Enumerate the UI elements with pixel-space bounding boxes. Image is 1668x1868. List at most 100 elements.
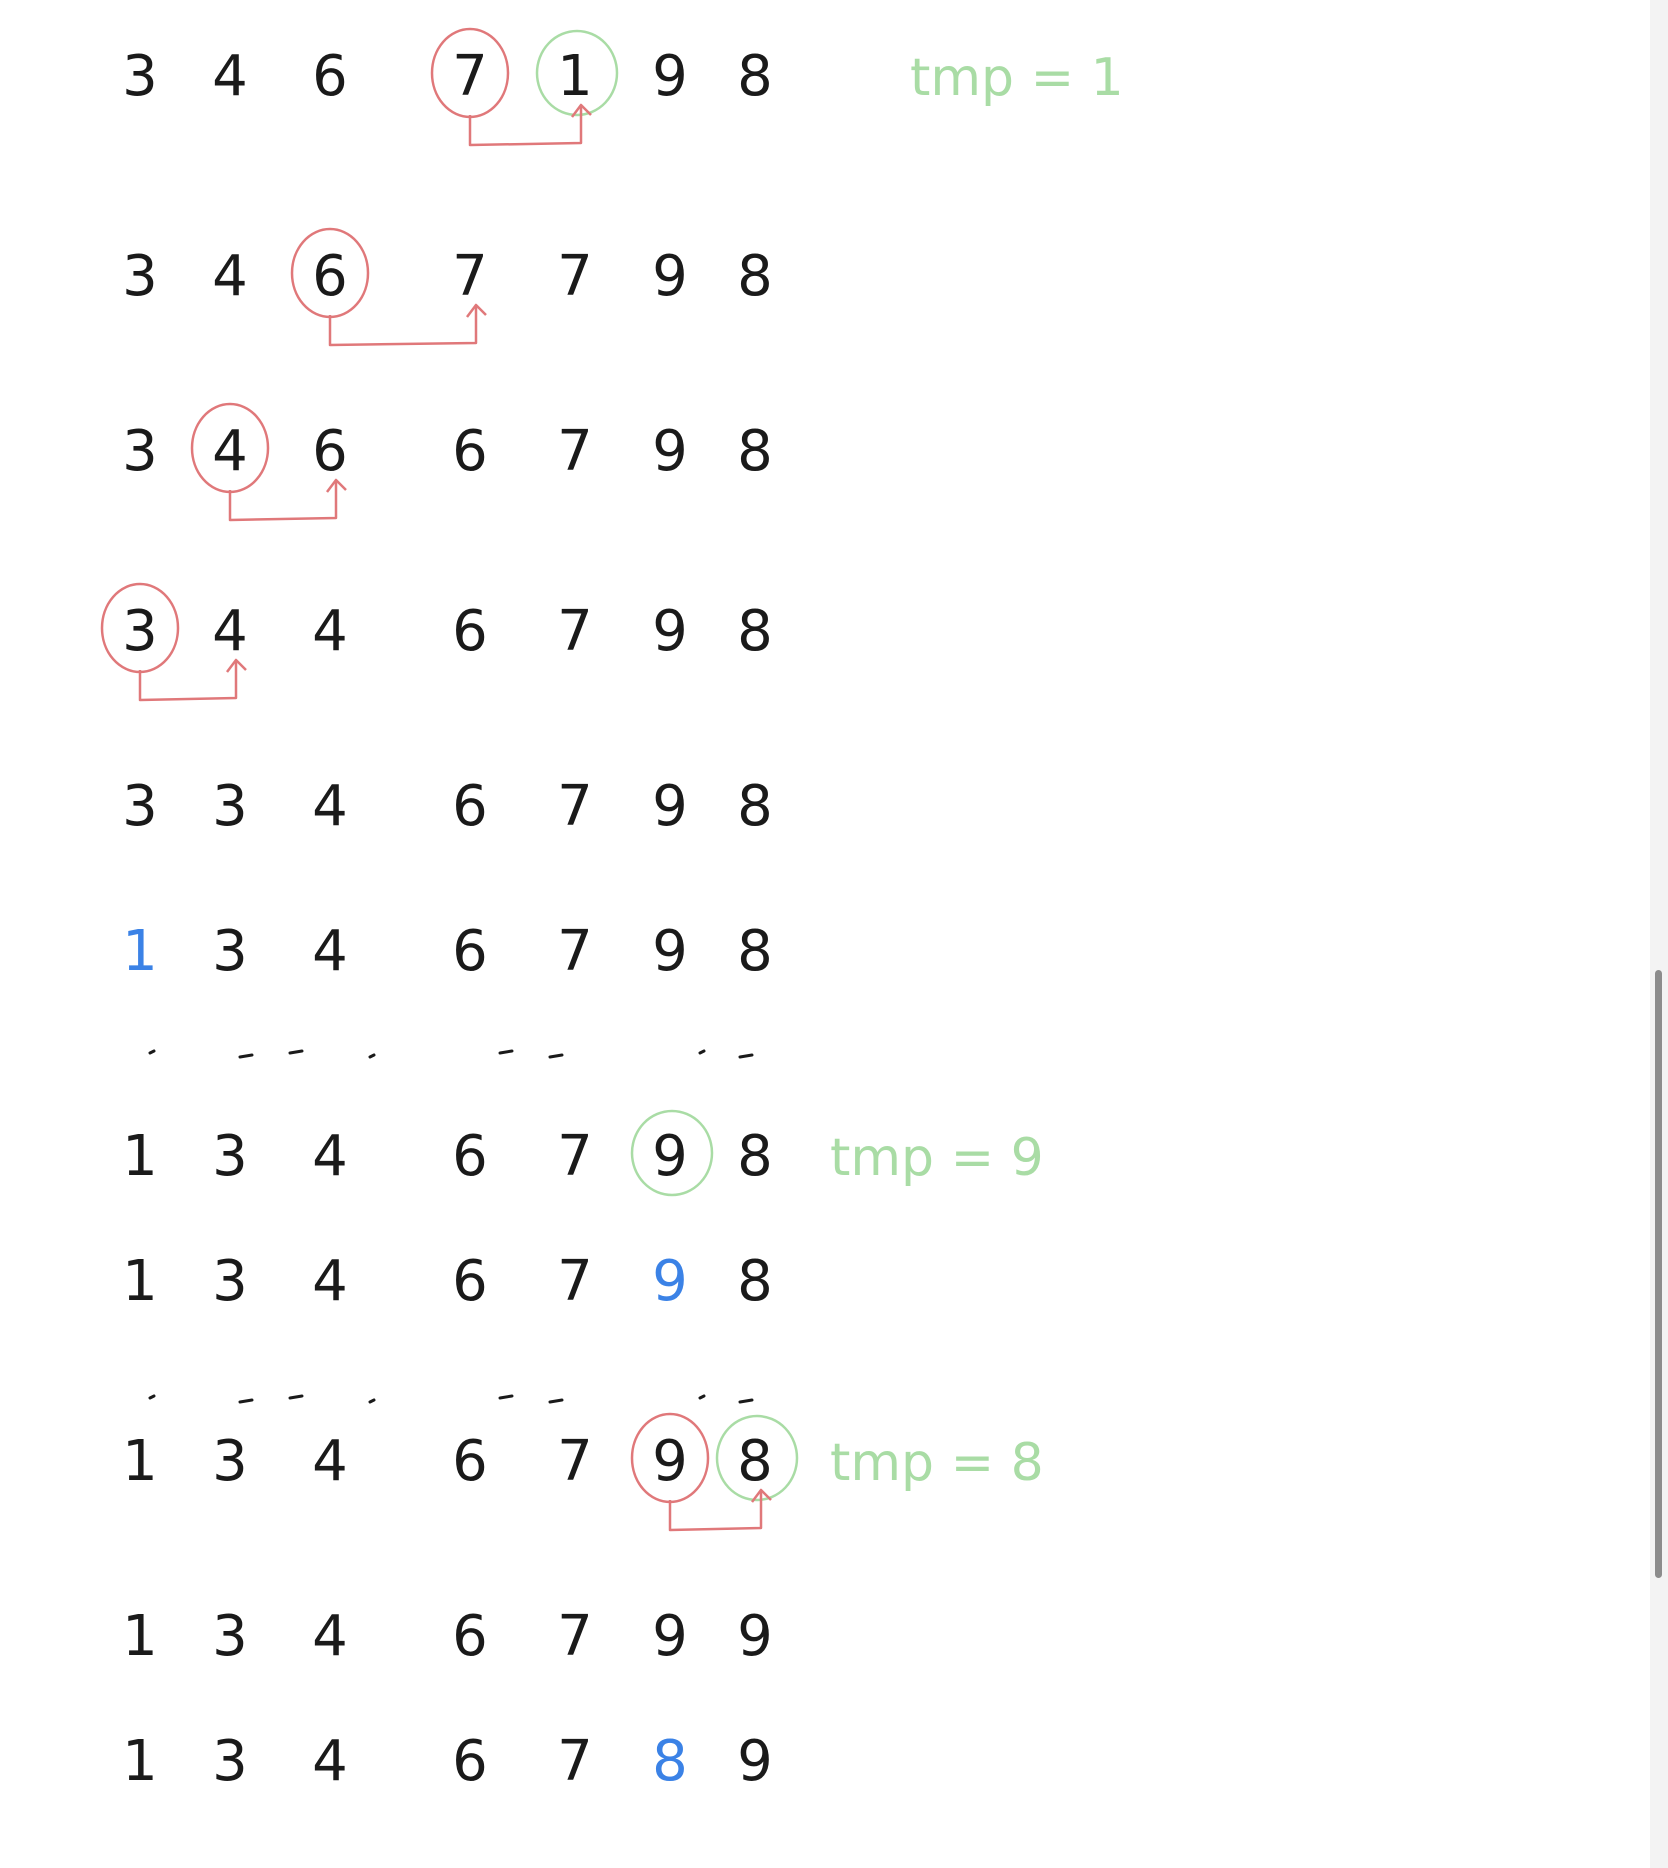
array-value: 9 bbox=[737, 1604, 773, 1669]
scrollbar-track[interactable] bbox=[1650, 0, 1668, 1868]
separator-dash bbox=[368, 1398, 376, 1404]
array-value: 6 bbox=[452, 1249, 488, 1314]
array-value: 6 bbox=[312, 419, 348, 484]
separator-dash bbox=[368, 1053, 376, 1059]
array-value: 1 bbox=[122, 1249, 158, 1314]
array-value: 7 bbox=[452, 44, 488, 109]
array-value: 4 bbox=[212, 599, 248, 664]
array-value: 8 bbox=[737, 44, 773, 109]
array-value: 4 bbox=[312, 599, 348, 664]
array-value: 9 bbox=[652, 774, 688, 839]
array-value: 4 bbox=[312, 919, 348, 984]
green-circle-highlight bbox=[630, 1109, 714, 1197]
array-value: 4 bbox=[312, 1729, 348, 1794]
array-value: 6 bbox=[452, 1729, 488, 1794]
separator-dash bbox=[498, 1394, 514, 1400]
tmp-annotation: tmp = 1 bbox=[910, 48, 1124, 108]
array-value: 6 bbox=[452, 419, 488, 484]
green-circle-highlight bbox=[535, 29, 619, 117]
array-value: 3 bbox=[212, 1124, 248, 1189]
array-value: 7 bbox=[557, 599, 593, 664]
array-value: 3 bbox=[212, 1729, 248, 1794]
tmp-annotation: tmp = 9 bbox=[830, 1128, 1044, 1188]
array-value: 6 bbox=[452, 1124, 488, 1189]
array-value: 8 bbox=[737, 1249, 773, 1314]
scrollbar-thumb[interactable] bbox=[1655, 970, 1662, 1578]
array-value: 6 bbox=[452, 919, 488, 984]
green-circle-highlight bbox=[715, 1414, 799, 1502]
array-value: 7 bbox=[557, 1124, 593, 1189]
array-value: 9 bbox=[652, 1429, 688, 1494]
separator-dash bbox=[238, 1053, 254, 1059]
separator-dash bbox=[148, 1394, 156, 1400]
array-value: 9 bbox=[737, 1729, 773, 1794]
array-value: 3 bbox=[212, 1604, 248, 1669]
array-value: 3 bbox=[212, 1429, 248, 1494]
arrow-head bbox=[751, 1488, 772, 1503]
array-value: 7 bbox=[557, 919, 593, 984]
shift-arrow bbox=[228, 482, 338, 522]
array-value: 3 bbox=[212, 1249, 248, 1314]
array-value: 8 bbox=[737, 1429, 773, 1494]
separator-dash bbox=[148, 1049, 156, 1055]
array-value: 1 bbox=[122, 1604, 158, 1669]
array-value: 8 bbox=[737, 599, 773, 664]
array-value: 6 bbox=[452, 1429, 488, 1494]
array-value: 1 bbox=[557, 44, 593, 109]
array-value: 4 bbox=[312, 774, 348, 839]
array-value: 7 bbox=[452, 244, 488, 309]
separator-dash bbox=[698, 1394, 706, 1400]
ellipsis-separator bbox=[148, 1394, 754, 1404]
array-value: 7 bbox=[557, 1604, 593, 1669]
arrow-head bbox=[226, 658, 247, 673]
array-value: 9 bbox=[652, 44, 688, 109]
array-value: 3 bbox=[122, 44, 158, 109]
array-value: 7 bbox=[557, 1429, 593, 1494]
shift-arrow bbox=[138, 662, 238, 702]
array-value: 1 bbox=[122, 1124, 158, 1189]
array-value: 3 bbox=[122, 599, 158, 664]
array-value: 3 bbox=[212, 774, 248, 839]
array-value: 7 bbox=[557, 244, 593, 309]
array-value: 8 bbox=[737, 244, 773, 309]
array-value: 4 bbox=[312, 1249, 348, 1314]
array-value: 4 bbox=[312, 1429, 348, 1494]
array-value: 3 bbox=[122, 774, 158, 839]
array-value: 6 bbox=[452, 599, 488, 664]
array-value: 4 bbox=[312, 1124, 348, 1189]
array-value: 9 bbox=[652, 1124, 688, 1189]
array-value: 9 bbox=[652, 919, 688, 984]
array-value-inserted: 9 bbox=[652, 1249, 688, 1314]
separator-dash bbox=[548, 1053, 564, 1059]
array-value: 7 bbox=[557, 774, 593, 839]
array-value: 8 bbox=[737, 774, 773, 839]
array-value: 9 bbox=[652, 599, 688, 664]
array-value-inserted: 8 bbox=[652, 1729, 688, 1794]
separator-dash bbox=[498, 1049, 514, 1055]
array-value: 1 bbox=[122, 1729, 158, 1794]
separator-dash bbox=[548, 1398, 564, 1404]
separator-dash bbox=[288, 1049, 304, 1055]
array-value: 4 bbox=[212, 44, 248, 109]
array-value: 6 bbox=[312, 44, 348, 109]
array-value: 7 bbox=[557, 1729, 593, 1794]
array-value: 8 bbox=[737, 919, 773, 984]
array-value: 6 bbox=[452, 774, 488, 839]
separator-dash bbox=[738, 1398, 754, 1404]
array-value: 3 bbox=[122, 244, 158, 309]
separator-dash bbox=[738, 1053, 754, 1059]
array-value: 9 bbox=[652, 244, 688, 309]
array-value: 4 bbox=[212, 244, 248, 309]
arrow-head bbox=[571, 103, 592, 118]
array-value: 3 bbox=[122, 419, 158, 484]
tmp-annotation: tmp = 8 bbox=[830, 1433, 1044, 1493]
